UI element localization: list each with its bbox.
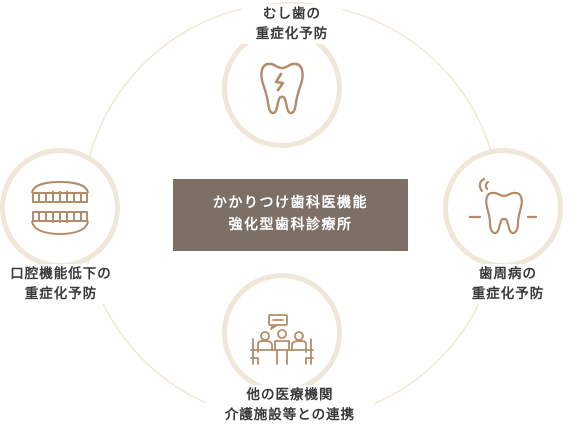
label-right: 歯周病の 重症化予防 <box>458 264 558 304</box>
node-circle-bottom <box>222 273 342 393</box>
label-right-line2: 重症化予防 <box>471 286 545 302</box>
node-circle-top <box>222 28 342 148</box>
dentures-icon <box>31 181 89 235</box>
label-right-line1: 歯周病の <box>479 266 537 282</box>
meeting-icon <box>250 314 314 365</box>
label-top-line1: むし歯の <box>263 6 321 22</box>
center-title-line2: 強化型歯科診療所 <box>228 217 353 233</box>
aching-tooth-icon <box>468 177 538 235</box>
label-bottom-line2: 介護施設等との連携 <box>224 407 356 423</box>
label-left: 口腔機能低下の 重症化予防 <box>6 264 116 304</box>
node-circle-left <box>0 148 120 268</box>
label-left-line1: 口腔機能低下の <box>10 266 112 282</box>
center-title-line1: かかりつけ歯科医機能 <box>212 195 369 211</box>
node-circle-right <box>443 148 563 268</box>
center-title-box: かかりつけ歯科医機能 強化型歯科診療所 <box>173 179 408 251</box>
label-top-line2: 重症化予防 <box>255 26 329 42</box>
label-top: むし歯の 重症化予防 <box>242 4 342 44</box>
label-bottom: 他の医療機関 介護施設等との連携 <box>205 385 375 425</box>
decayed-tooth-icon <box>260 62 304 115</box>
label-left-line2: 重症化予防 <box>24 286 98 302</box>
label-bottom-line1: 他の医療機関 <box>246 387 334 403</box>
